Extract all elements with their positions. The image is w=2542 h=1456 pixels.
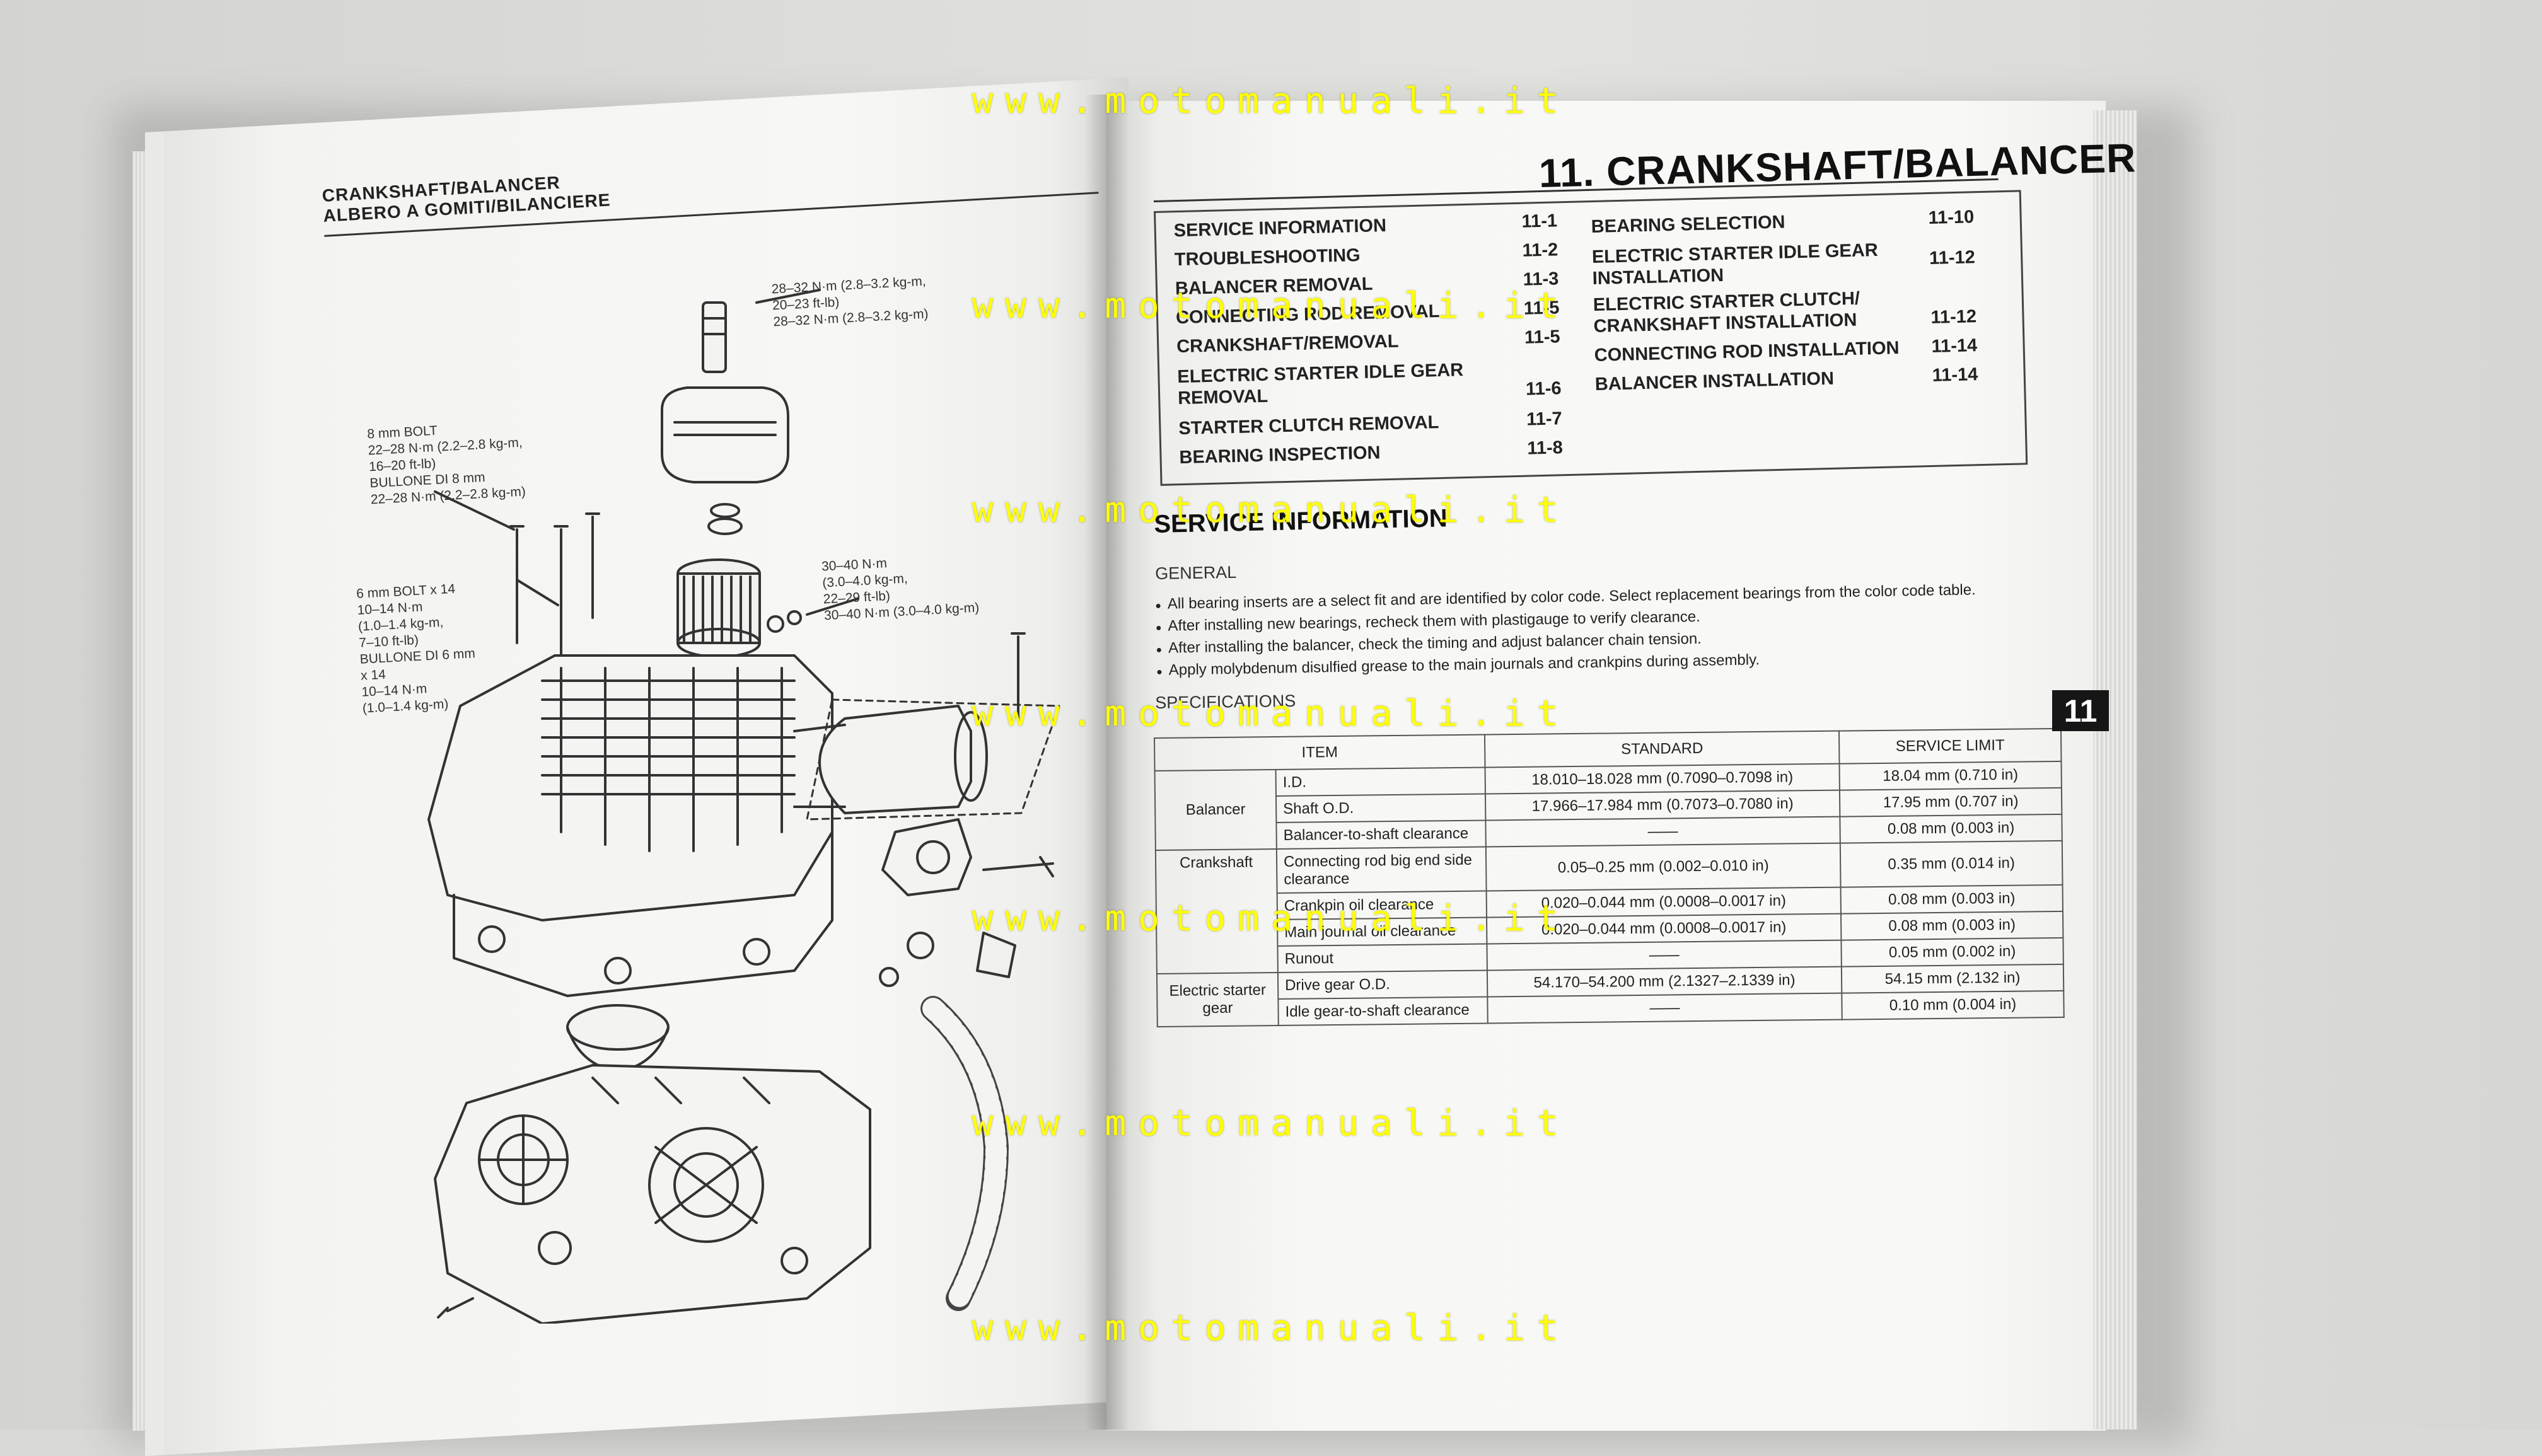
right-page-stack: [2093, 110, 2137, 1430]
toc-page: 11-10: [1928, 207, 1975, 228]
watermark: www.motomanuali.it: [972, 1308, 1570, 1349]
general-notes: All bearing inserts are a select fit and…: [1155, 581, 2039, 684]
item-cell: Shaft O.D.: [1275, 794, 1486, 823]
toc-page: 11-14: [1931, 335, 1978, 357]
item-cell: Connecting rod big end side clearance: [1276, 846, 1487, 893]
toc-item: CRANKSHAFT/REMOVAL: [1176, 331, 1399, 357]
toc-item: CONNECTING ROD INSTALLATION: [1594, 338, 1900, 366]
item-cell: I.D.: [1275, 767, 1485, 796]
standard-cell: 18.010–18.028 mm (0.7090–0.7098 in): [1485, 763, 1840, 794]
toc-page: 11-14: [1932, 364, 1978, 386]
toc-item: BEARING INSPECTION: [1179, 442, 1381, 468]
toc-page: 11-8: [1526, 437, 1564, 459]
limit-cell: 0.05 mm (0.002 in): [1841, 937, 2063, 967]
specifications-table: ITEM STANDARD SERVICE LIMIT Balancer I.D…: [1154, 728, 2065, 1027]
toc-page: 11-6: [1525, 378, 1562, 400]
limit-cell: 18.04 mm (0.710 in): [1839, 761, 2062, 790]
toc-page: 11-5: [1524, 326, 1560, 348]
book-gutter: [1084, 95, 1129, 1430]
item-cell: Runout: [1277, 944, 1487, 973]
standard-cell: ——: [1487, 993, 1842, 1024]
toc-page: 11-1: [1521, 211, 1558, 232]
standard-cell: ——: [1485, 816, 1840, 847]
toc-item: TROUBLESHOOTING: [1174, 245, 1361, 270]
standard-cell: 0.05–0.25 mm (0.002–0.010 in): [1485, 843, 1841, 891]
standard-cell: ——: [1487, 940, 1842, 971]
watermark: www.motomanuali.it: [972, 286, 1570, 326]
limit-cell: 54.15 mm (2.132 in): [1841, 964, 2064, 993]
item-cell: Idle gear-to-shaft clearance: [1278, 997, 1488, 1026]
watermark: www.motomanuali.it: [972, 81, 1570, 122]
toc-page: 11-2: [1522, 240, 1558, 261]
chapter-tab: 11: [2052, 690, 2109, 731]
limit-cell: 0.35 mm (0.014 in): [1840, 840, 2063, 887]
toc-item: BEARING SELECTION: [1591, 212, 1785, 238]
toc-page: 11-7: [1526, 408, 1563, 430]
right-page: [1106, 101, 2106, 1431]
engine-exploded-diagram: [427, 289, 1060, 1324]
standard-cell: 17.966–17.984 mm (0.7073–0.7080 in): [1485, 790, 1840, 821]
standard-cell: 54.170–54.200 mm (2.1327–2.1339 in): [1487, 966, 1842, 997]
toc-page: 11-12: [1929, 247, 1976, 269]
table-of-contents: SERVICE INFORMATION 11-1 TROUBLESHOOTING…: [1154, 190, 2028, 486]
item-cell: Balancer-to-shaft clearance: [1276, 820, 1486, 849]
watermark: www.motomanuali.it: [972, 693, 1570, 734]
limit-cell: 0.10 mm (0.004 in): [1842, 990, 2064, 1020]
toc-item: SERVICE INFORMATION: [1173, 215, 1387, 241]
watermark: www.motomanuali.it: [972, 490, 1570, 531]
toc-item: ELECTRIC STARTER IDLE GEAR REMOVAL: [1177, 360, 1464, 409]
watermark: www.motomanuali.it: [972, 1103, 1570, 1144]
toc-item: STARTER CLUTCH REMOVAL: [1178, 412, 1439, 439]
header-standard: STANDARD: [1484, 731, 1840, 768]
limit-cell: 0.08 mm (0.003 in): [1840, 814, 2062, 843]
limit-cell: 17.95 mm (0.707 in): [1839, 787, 2062, 817]
toc-item: ELECTRIC STARTER IDLE GEAR INSTALLATION: [1591, 240, 1879, 289]
category-cell: Electric starter gear: [1156, 972, 1279, 1027]
category-cell: Balancer: [1154, 769, 1277, 850]
item-cell: Drive gear O.D.: [1277, 970, 1488, 999]
callout-side-torque: 30–40 N·m (3.0–4.0 kg-m, 22–29 ft-lb) 30…: [821, 556, 980, 623]
watermark: www.motomanuali.it: [972, 898, 1570, 939]
toc-item: BALANCER INSTALLATION: [1594, 368, 1835, 395]
header-item: ITEM: [1154, 734, 1485, 771]
general-label: GENERAL: [1155, 562, 1237, 583]
